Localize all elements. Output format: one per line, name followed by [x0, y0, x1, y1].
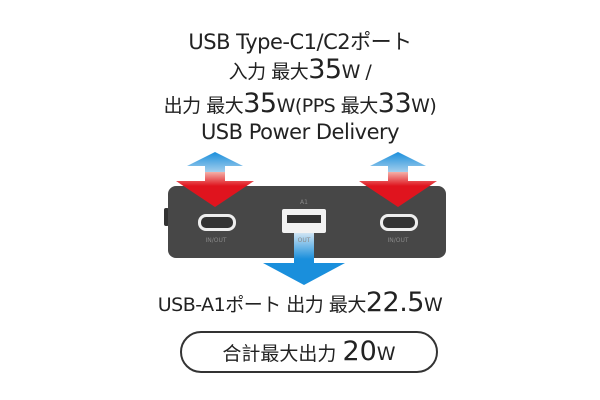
usb-a1-port: [282, 209, 326, 233]
usb-a-spec: USB-A1ポート 出力 最大22.5W: [0, 287, 600, 318]
a1-output-arrow-icon: [263, 233, 345, 285]
port-center-name: A1: [300, 199, 308, 206]
port-right-label: IN/OUT: [387, 237, 409, 244]
pps-unit: W): [411, 95, 437, 117]
input-prefix: 入力 最大: [228, 61, 309, 83]
port-left-label: IN/OUT: [205, 237, 227, 244]
total-unit: W: [376, 343, 396, 365]
output-prefix: 出力 最大: [163, 95, 244, 117]
c1-input-arrow-icon: [176, 172, 254, 207]
usb-a-value: 22.5: [365, 287, 425, 318]
input-unit: W /: [341, 61, 372, 83]
usb-c1-port: [198, 214, 236, 231]
c2-output-arrow-icon: [370, 152, 426, 182]
input-spec: 入力 最大35W /: [0, 54, 600, 85]
usb-a-unit: W: [423, 294, 443, 316]
usb-pd-label: USB Power Delivery: [200, 120, 400, 144]
c2-input-arrow-icon: [359, 172, 437, 207]
output-spec: 出力 最大35W(PPS 最大33W): [0, 88, 600, 119]
usb-a-prefix: USB-A1ポート 出力 最大: [157, 294, 367, 316]
input-value: 35: [308, 54, 342, 85]
output-value: 35: [243, 88, 277, 119]
port-center-label: OUT: [297, 237, 311, 244]
total-value: 20: [342, 336, 377, 367]
usb-c2-port: [380, 214, 418, 231]
total-output-badge: 合計最大出力 20W: [180, 331, 438, 373]
pps-value: 33: [377, 88, 412, 119]
ports-title: USB Type-C1/C2ポート: [188, 30, 412, 54]
pps-prefix: W(PPS 最大: [276, 95, 379, 117]
c1-output-arrow-icon: [187, 152, 243, 182]
side-button: [164, 208, 169, 226]
total-label: 合計最大出力: [222, 343, 343, 365]
